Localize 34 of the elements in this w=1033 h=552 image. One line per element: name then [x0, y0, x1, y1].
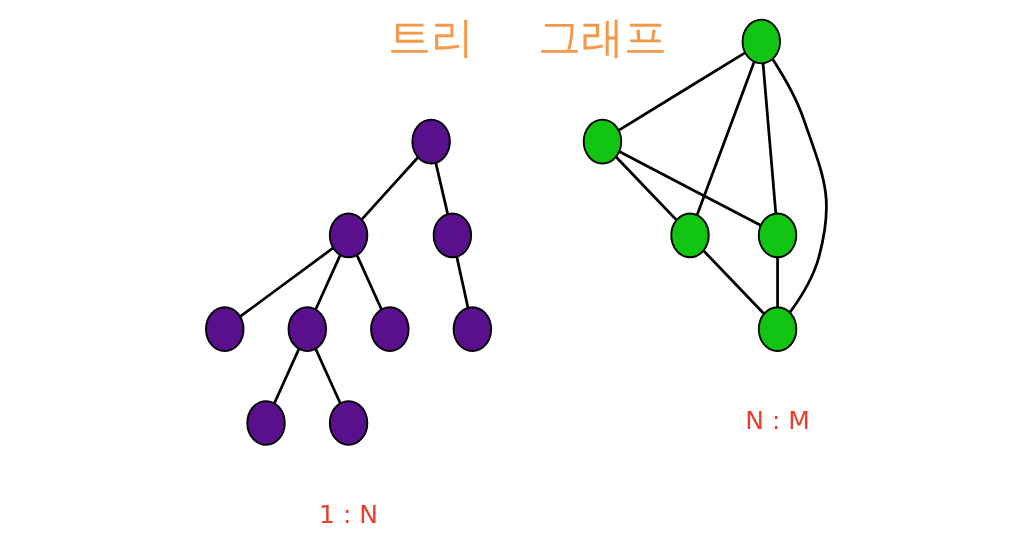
connector — [239, 247, 334, 318]
connector — [771, 58, 828, 313]
connector — [618, 150, 762, 227]
node-circle — [205, 306, 245, 352]
node-circle — [370, 306, 410, 352]
node-circle — [287, 306, 327, 352]
node-circle — [757, 306, 798, 352]
label: N : M — [745, 406, 810, 436]
node-circle — [670, 212, 710, 259]
node-circle — [582, 118, 623, 165]
connector — [615, 156, 678, 221]
node-circle — [741, 18, 781, 65]
connector — [355, 254, 383, 311]
node-circle — [328, 400, 369, 446]
connector — [273, 348, 301, 404]
node-circle — [432, 212, 473, 259]
node-circle — [452, 306, 493, 352]
connector — [776, 257, 779, 307]
node-circle — [328, 212, 369, 259]
connector — [696, 61, 756, 216]
connector — [618, 51, 746, 132]
connector — [455, 256, 470, 308]
node-circle — [246, 400, 286, 446]
connector — [702, 249, 765, 315]
connector — [761, 63, 778, 214]
label: 그래프 — [537, 13, 667, 63]
node-circle — [757, 212, 798, 259]
connector — [314, 348, 342, 404]
connector — [361, 156, 419, 221]
node-circle — [411, 118, 451, 165]
label: 1 : N — [319, 500, 379, 530]
label: 트리 — [388, 13, 475, 63]
connector — [314, 254, 342, 311]
connector — [434, 162, 449, 215]
